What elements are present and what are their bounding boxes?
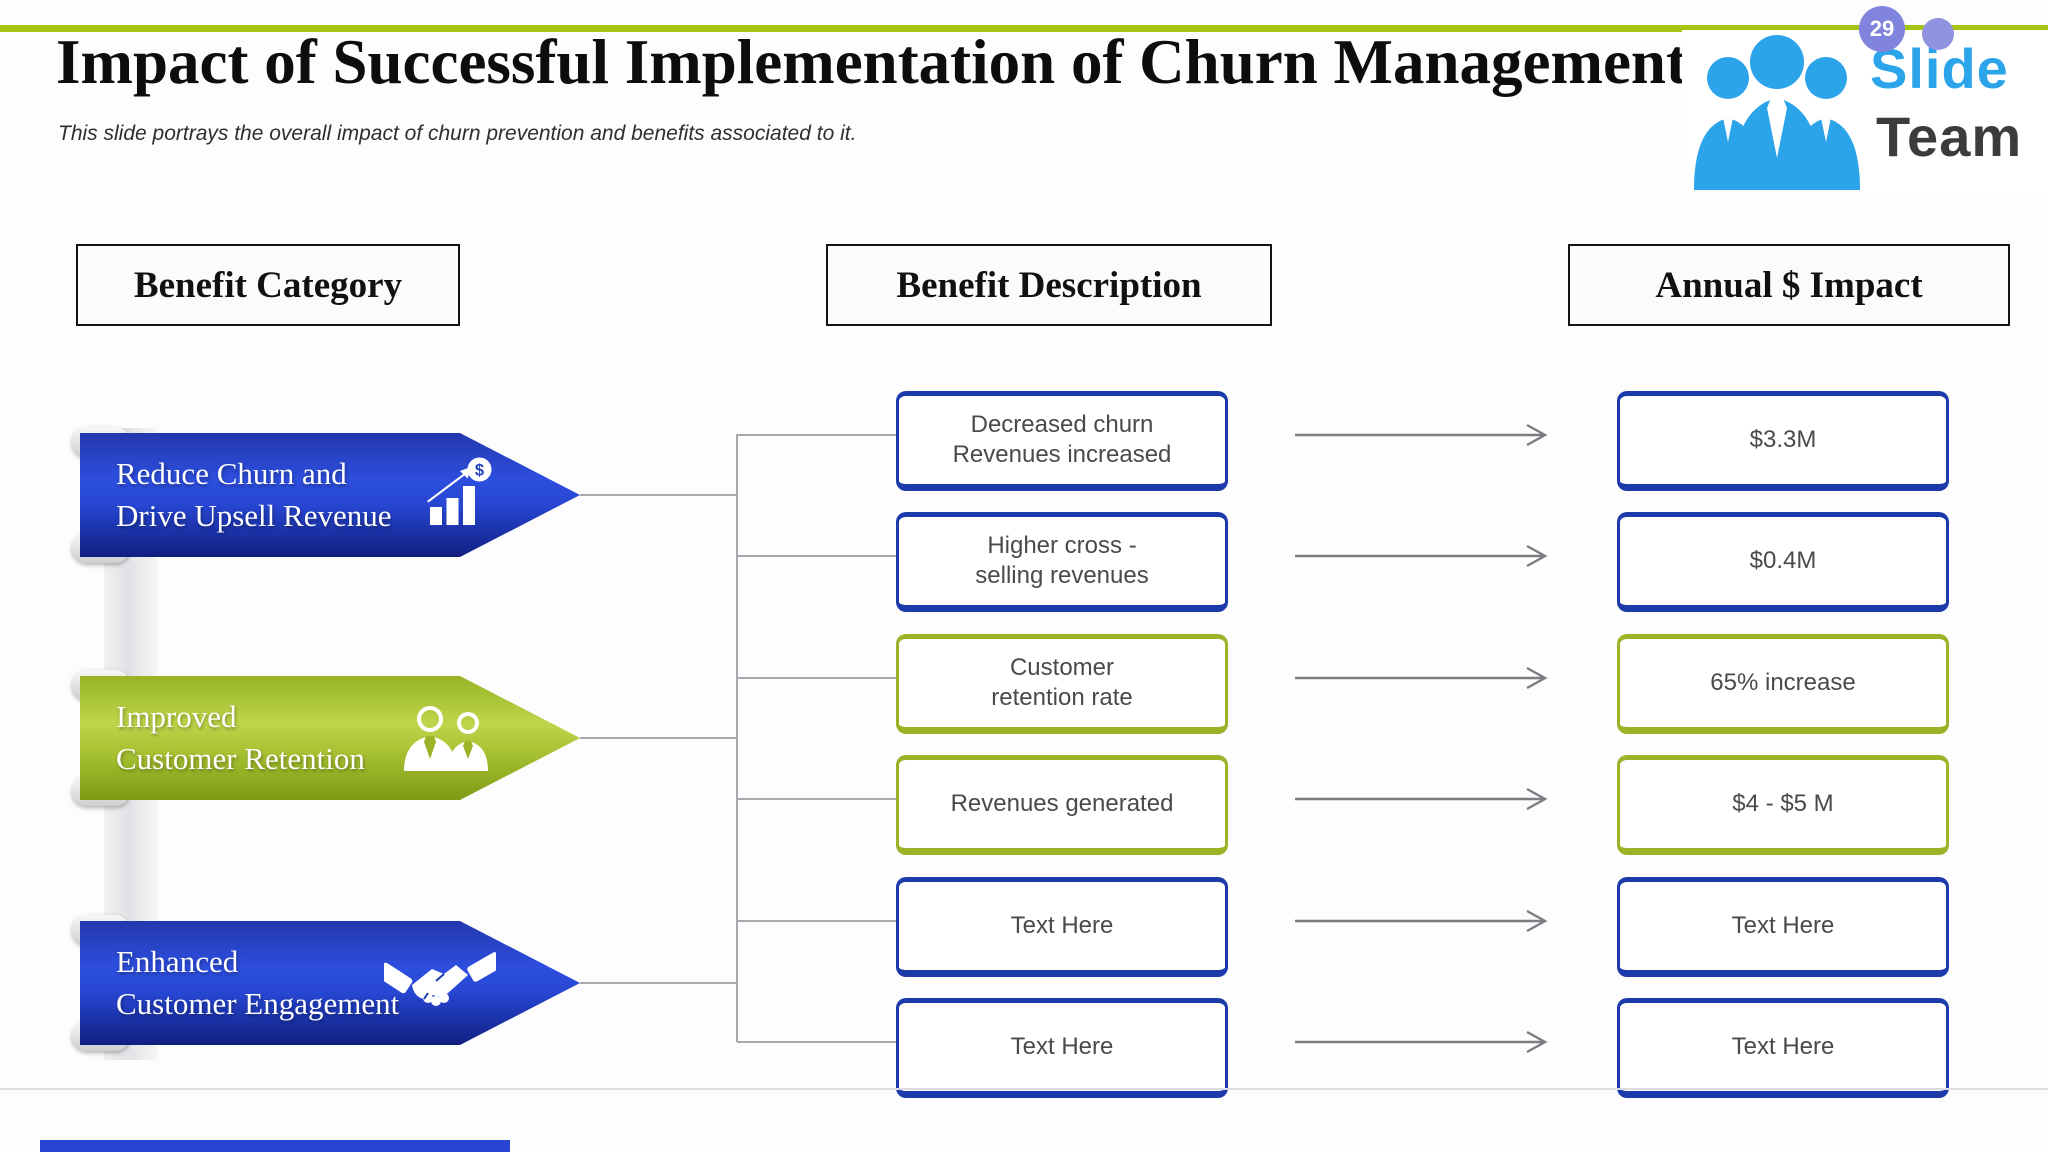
bottom-divider-line [0,1088,2048,1090]
description-card: Revenues generated [896,755,1228,855]
category-label: Reduce Churn and Drive Upsell Revenue [116,456,392,533]
description-card: Customer retention rate [896,634,1228,734]
impact-card: $4 - $5 M [1617,755,1949,855]
category-ribbon-reduce-churn: Reduce Churn and Drive Upsell Revenue $ [80,433,580,557]
svg-text:$: $ [475,462,484,480]
description-card: Decreased churn Revenues increased [896,391,1228,491]
customers-icon [404,706,488,771]
connector-stub [580,982,737,984]
impact-arrow [1295,1030,1548,1054]
handshake-icon [384,952,496,1006]
impact-arrow [1295,666,1548,690]
impact-arrow [1295,787,1548,811]
category-ribbon-customer-retention: Improved Customer Retention [80,676,580,800]
people-logo-icon [1694,35,1860,190]
impact-card: $3.3M [1617,391,1949,491]
category-label: Improved Customer Retention [116,699,365,776]
bottom-accent-bar [40,1140,510,1152]
category-label: Enhanced Customer Engagement [116,944,400,1021]
growth-chart-dollar-icon: $ [427,457,492,525]
connector-branch [737,555,896,557]
logo-text-team: Team [1876,105,2023,168]
impact-card: $0.4M [1617,512,1949,612]
connector-branch [737,798,896,800]
description-card: Text Here [896,877,1228,977]
header-annual-impact: Annual $ Impact [1568,244,2010,326]
connector-branch [737,920,896,922]
header-benefit-description: Benefit Description [826,244,1272,326]
impact-arrow [1295,544,1548,568]
slide-title: Impact of Successful Implementation of C… [56,27,1687,97]
slideteam-logo: Slide Team 29 [1682,6,2048,192]
page-number-badge: 29 [1859,6,1905,52]
impact-card: Text Here [1617,877,1949,977]
header-benefit-category: Benefit Category [76,244,460,326]
impact-arrow [1295,423,1548,447]
impact-card: 65% increase [1617,634,1949,734]
slide-subtitle: This slide portrays the overall impact o… [58,122,857,145]
connector-trunk [736,434,738,1042]
badge-dot [1922,18,1954,50]
top-accent-line [0,25,2048,32]
connector-branch [737,677,896,679]
connector-stub [580,737,737,739]
connector-branch [737,434,896,436]
description-card: Text Here [896,998,1228,1098]
description-card: Higher cross - selling revenues [896,512,1228,612]
category-ribbon-customer-engagement: Enhanced Customer Engagement [80,921,580,1045]
connector-stub [580,494,737,496]
impact-arrow [1295,909,1548,933]
connector-branch [737,1041,896,1043]
impact-card: Text Here [1617,998,1949,1098]
